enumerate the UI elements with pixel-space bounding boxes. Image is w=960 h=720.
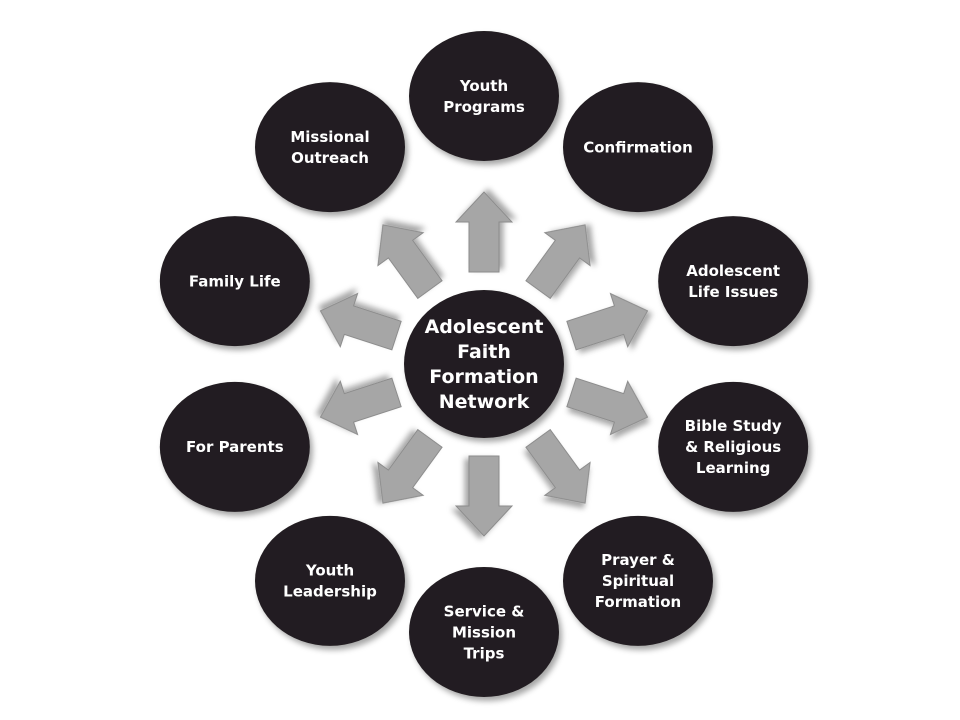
node-ellipse (159, 216, 310, 347)
arrow-shape (454, 191, 514, 273)
arrow-shape (319, 377, 402, 436)
arrow-prayer-spiritual-formation (525, 428, 591, 504)
node-youth-leadership-line: Youth (305, 562, 354, 580)
node-ellipse (658, 216, 809, 347)
node-for-parents-line: For Parents (186, 438, 284, 456)
arrow-shape (319, 292, 402, 351)
node-prayer-spiritual-formation-line: Spiritual (602, 572, 674, 590)
arrow-shape (525, 224, 591, 300)
arrow-family-life (319, 292, 402, 351)
center-hub-line: Formation (429, 366, 538, 388)
arrow-service-mission-trips (454, 455, 514, 537)
node-missional-outreach-line: Missional (290, 128, 369, 146)
node-prayer-spiritual-formation-line: Formation (595, 593, 681, 611)
arrows-layer (319, 191, 649, 537)
arrow-shape (566, 377, 649, 436)
arrow-youth-leadership (377, 428, 443, 504)
arrow-youth-programs (454, 191, 514, 273)
center-hub-line: Faith (457, 341, 511, 363)
arrow-adolescent-life-issues (566, 292, 649, 351)
arrow-shape (377, 224, 443, 300)
node-for-parents: For Parents (159, 381, 310, 512)
center-hub-ellipse (404, 290, 564, 438)
node-adolescent-life-issues-line: Life Issues (688, 283, 778, 301)
arrow-shape (377, 428, 443, 504)
node-ellipse (409, 567, 559, 697)
node-family-life: Family Life (159, 216, 310, 347)
arrow-shape (566, 292, 649, 351)
center-hub-line: Adolescent (425, 316, 544, 338)
node-ellipse (409, 31, 559, 161)
arrow-bible-study (566, 377, 649, 436)
node-service-mission-trips-line: Trips (464, 644, 505, 662)
node-bible-study-line: Learning (696, 459, 771, 477)
node-missional-outreach-line: Outreach (291, 149, 369, 167)
arrow-confirmation (525, 224, 591, 300)
node-ellipse (255, 82, 406, 213)
arrow-shape (454, 455, 514, 537)
node-youth-programs-line: Youth (459, 77, 508, 95)
node-ellipse (658, 381, 809, 512)
node-ellipse (159, 381, 310, 512)
center-hub-line: Network (439, 391, 530, 413)
node-ellipse (562, 82, 713, 213)
node-bible-study-line: Bible Study (685, 417, 782, 435)
node-youth-leadership-line: Leadership (283, 583, 377, 601)
node-service-mission-trips-line: Service & (444, 602, 525, 620)
node-service-mission-trips-line: Mission (452, 623, 516, 641)
node-bible-study-line: & Religious (685, 438, 781, 456)
node-youth-programs-line: Programs (443, 98, 525, 116)
arrow-for-parents (319, 377, 402, 436)
arrow-missional-outreach (377, 224, 443, 300)
node-confirmation-line: Confirmation (583, 138, 693, 156)
node-ellipse (562, 515, 713, 646)
node-family-life-line: Family Life (189, 272, 281, 290)
node-adolescent-life-issues-line: Adolescent (686, 262, 780, 280)
node-prayer-spiritual-formation-line: Prayer & (601, 551, 675, 569)
nodes-layer: YouthProgramsConfirmationAdolescentLife … (159, 31, 809, 697)
node-confirmation: Confirmation (562, 82, 713, 213)
arrow-shape (525, 428, 591, 504)
node-ellipse (255, 515, 406, 646)
